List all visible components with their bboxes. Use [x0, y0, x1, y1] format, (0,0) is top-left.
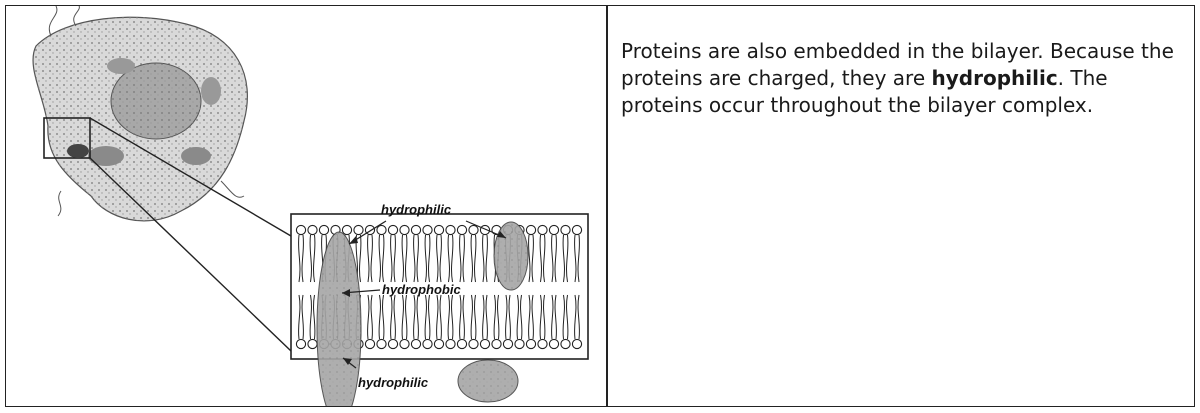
lipid-head [526, 339, 535, 348]
lipid-head [388, 225, 397, 234]
lipid-head [377, 225, 386, 234]
lipid-head [388, 339, 397, 348]
lipid-head [423, 225, 432, 234]
lipid-head [572, 225, 581, 234]
lipid-head [296, 339, 305, 348]
lipid-head [469, 339, 478, 348]
lipid-head [515, 339, 524, 348]
lipid-head [434, 339, 443, 348]
lipid-head [457, 225, 466, 234]
column-divider [606, 5, 608, 407]
lipid-head [446, 339, 455, 348]
lipid-head [526, 225, 535, 234]
lipid-head [365, 339, 374, 348]
description-text: Proteins are also embedded in the bilaye… [621, 38, 1181, 119]
lipid-head [296, 225, 305, 234]
lipid-head [561, 225, 570, 234]
lipid-head [319, 225, 328, 234]
lipid-head [492, 339, 501, 348]
lipid-head [400, 339, 409, 348]
lipid-head [308, 339, 317, 348]
label-hydrophilic-top: hydrophilic [381, 202, 452, 217]
cell-sketch [33, 6, 247, 221]
lipid-head [538, 339, 547, 348]
lipid-head [469, 225, 478, 234]
label-hydrophobic: hydrophobic [382, 282, 461, 297]
lipid-head [457, 339, 466, 348]
membrane-illustration: hydrophilic hydrophobic hydrophilic [6, 6, 605, 406]
lipid-head [503, 339, 512, 348]
lipid-head [342, 225, 351, 234]
lipid-head [561, 339, 570, 348]
lipid-head [400, 225, 409, 234]
label-hydrophilic-bottom: hydrophilic [358, 375, 429, 390]
lipid-head [549, 339, 558, 348]
hydrophilic-term: hydrophilic [932, 66, 1058, 90]
lipid-head [354, 225, 363, 234]
lipid-head [411, 339, 420, 348]
lipid-head [434, 225, 443, 234]
lipid-head [572, 339, 581, 348]
lipid-head [480, 339, 489, 348]
lipid-head [377, 339, 386, 348]
lipid-head [549, 225, 558, 234]
lipid-head [446, 225, 455, 234]
lipid-head [538, 225, 547, 234]
lipid-head [423, 339, 432, 348]
lipid-head [411, 225, 420, 234]
lipid-head [308, 225, 317, 234]
